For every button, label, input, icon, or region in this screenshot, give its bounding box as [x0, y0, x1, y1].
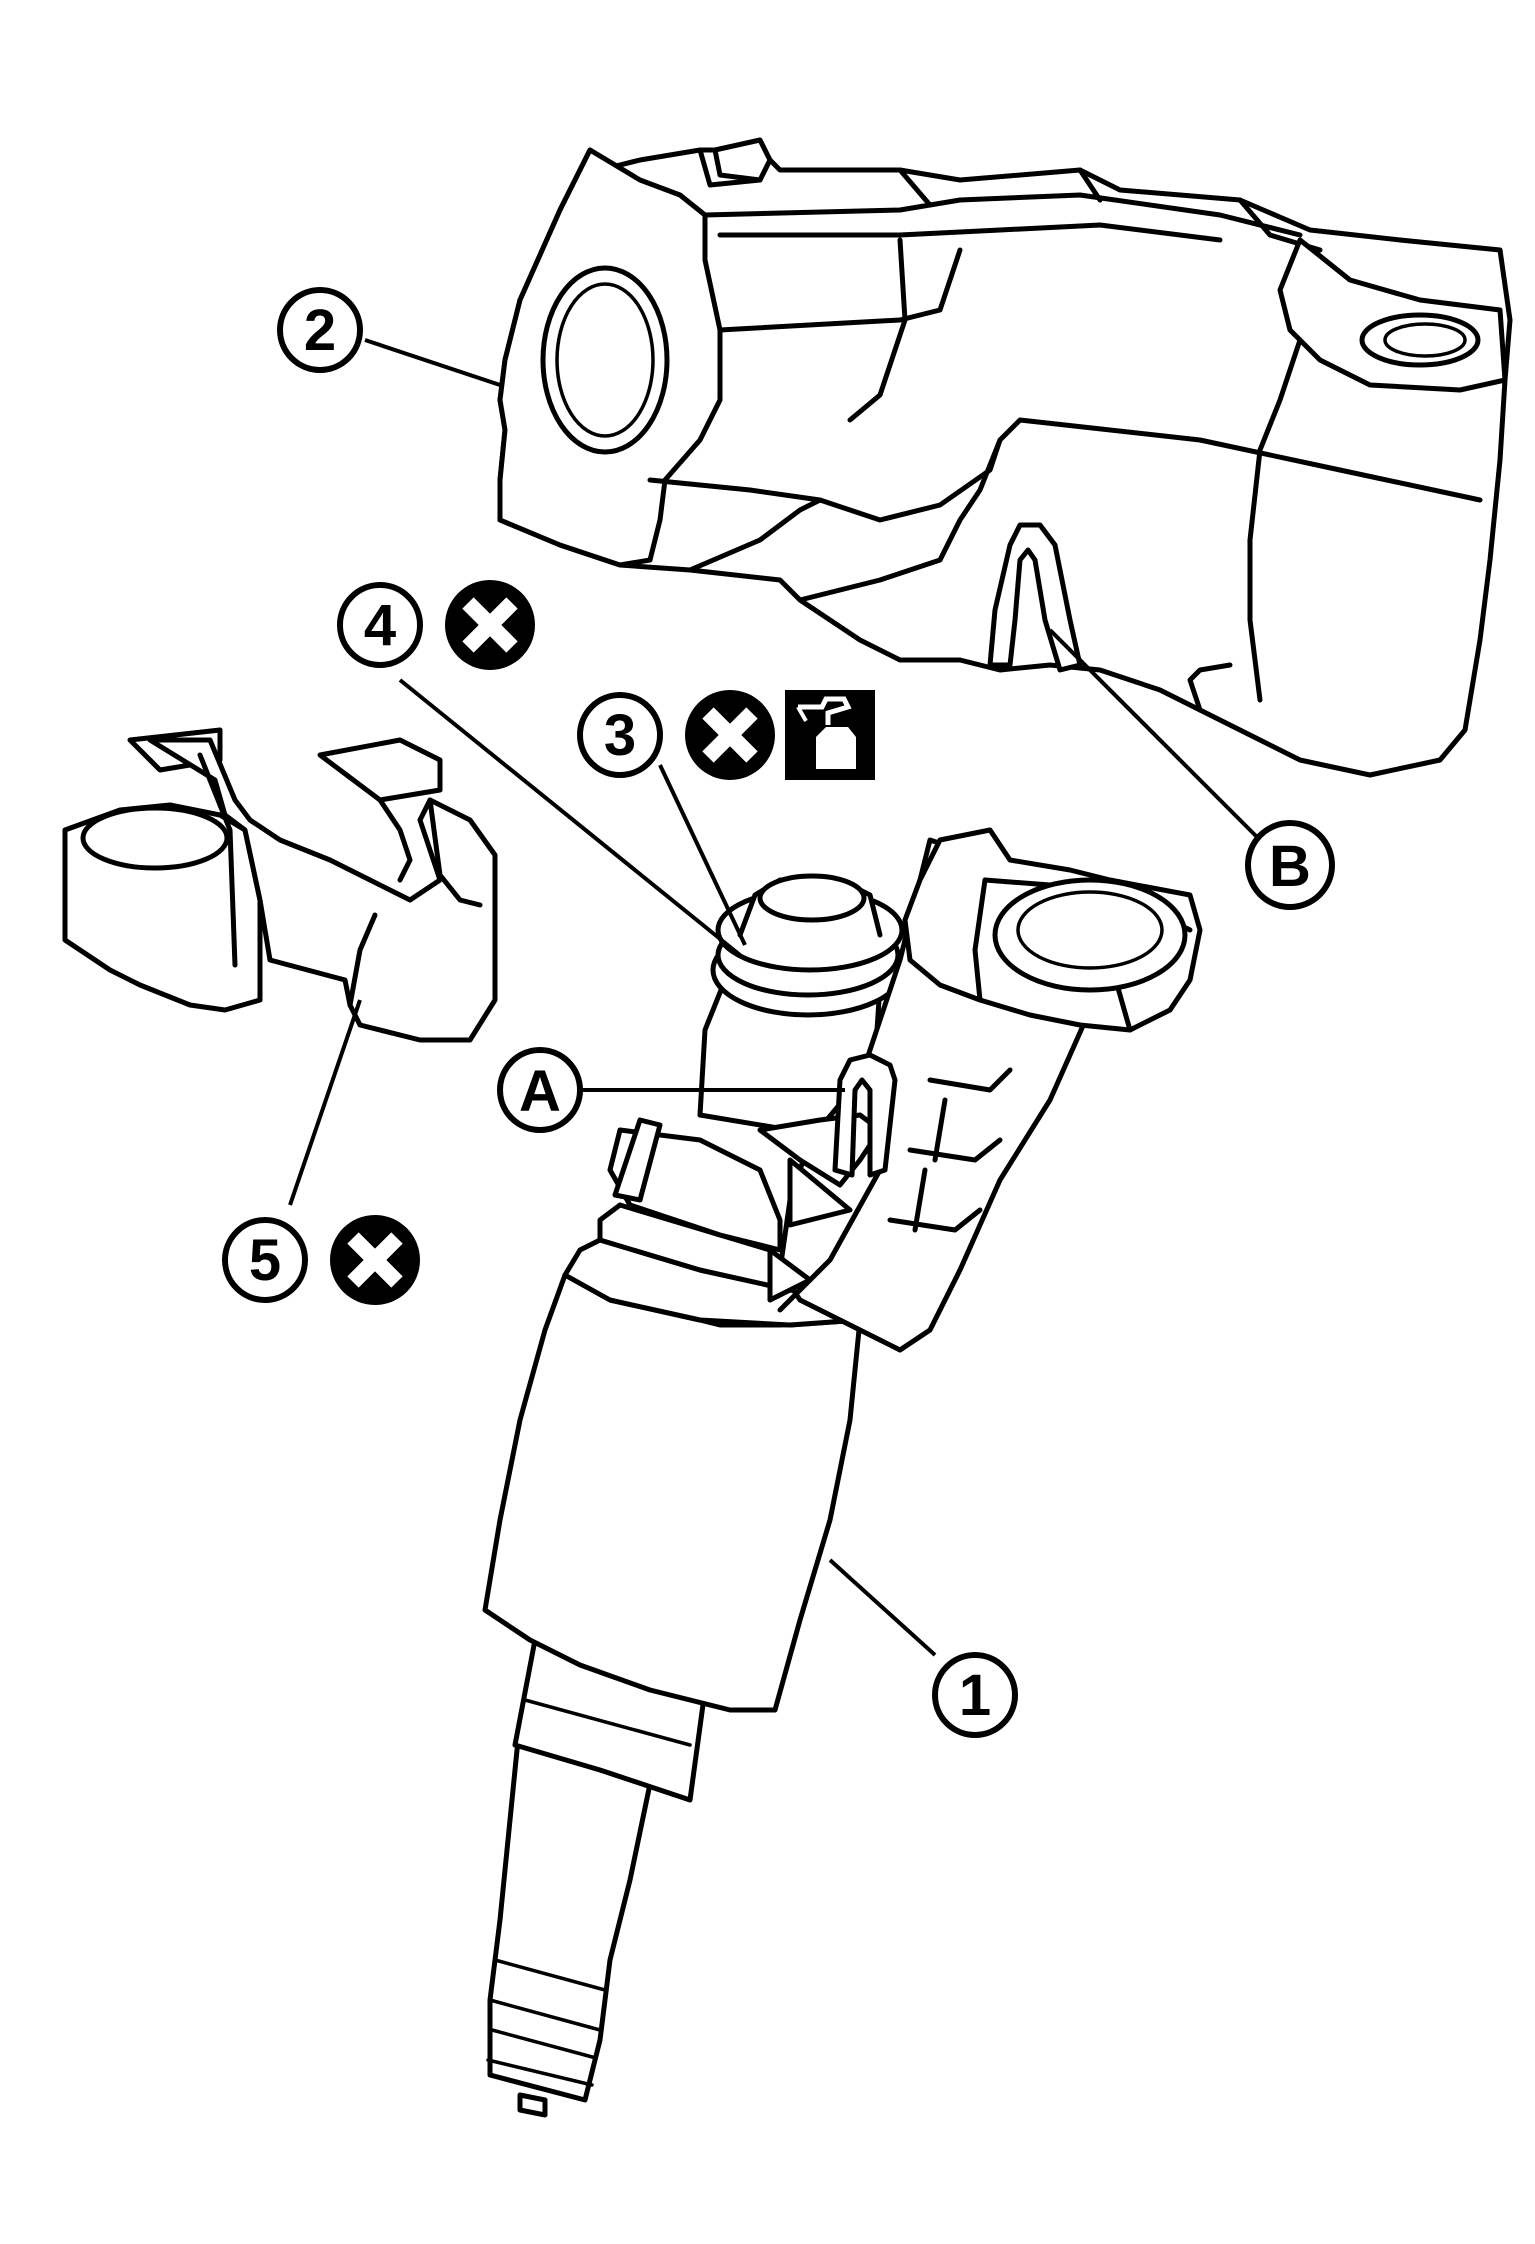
- svg-text:1: 1: [959, 1663, 991, 1728]
- svg-text:2: 2: [304, 298, 336, 363]
- callout-5: 5: [222, 1217, 308, 1303]
- leader-1: [828, 1558, 937, 1657]
- callout-3: 3: [577, 692, 663, 778]
- callout-2: 2: [277, 287, 363, 373]
- leader-4: [398, 678, 742, 957]
- callout-1: 1: [932, 1652, 1018, 1738]
- do-not-reuse-icon: [445, 580, 535, 670]
- svg-text:A: A: [519, 1059, 561, 1124]
- svg-text:5: 5: [249, 1228, 281, 1293]
- leader-b: [1048, 628, 1262, 842]
- oil-can-icon: [785, 690, 875, 780]
- do-not-reuse-icon: [330, 1215, 420, 1305]
- fuel-rail: [497, 137, 1513, 778]
- svg-text:3: 3: [604, 703, 636, 768]
- leader-3: [658, 764, 747, 946]
- svg-text:B: B: [1269, 834, 1311, 899]
- do-not-reuse-icon: [685, 690, 775, 780]
- callout-4: 4: [337, 582, 423, 668]
- leader-2: [364, 338, 501, 387]
- retainer-clip: [62, 727, 498, 1043]
- callout-b: B: [1245, 820, 1335, 910]
- svg-text:4: 4: [364, 593, 396, 658]
- leader-5: [288, 999, 362, 1206]
- fuel-injector: [482, 827, 1203, 2118]
- callout-a: A: [497, 1047, 583, 1133]
